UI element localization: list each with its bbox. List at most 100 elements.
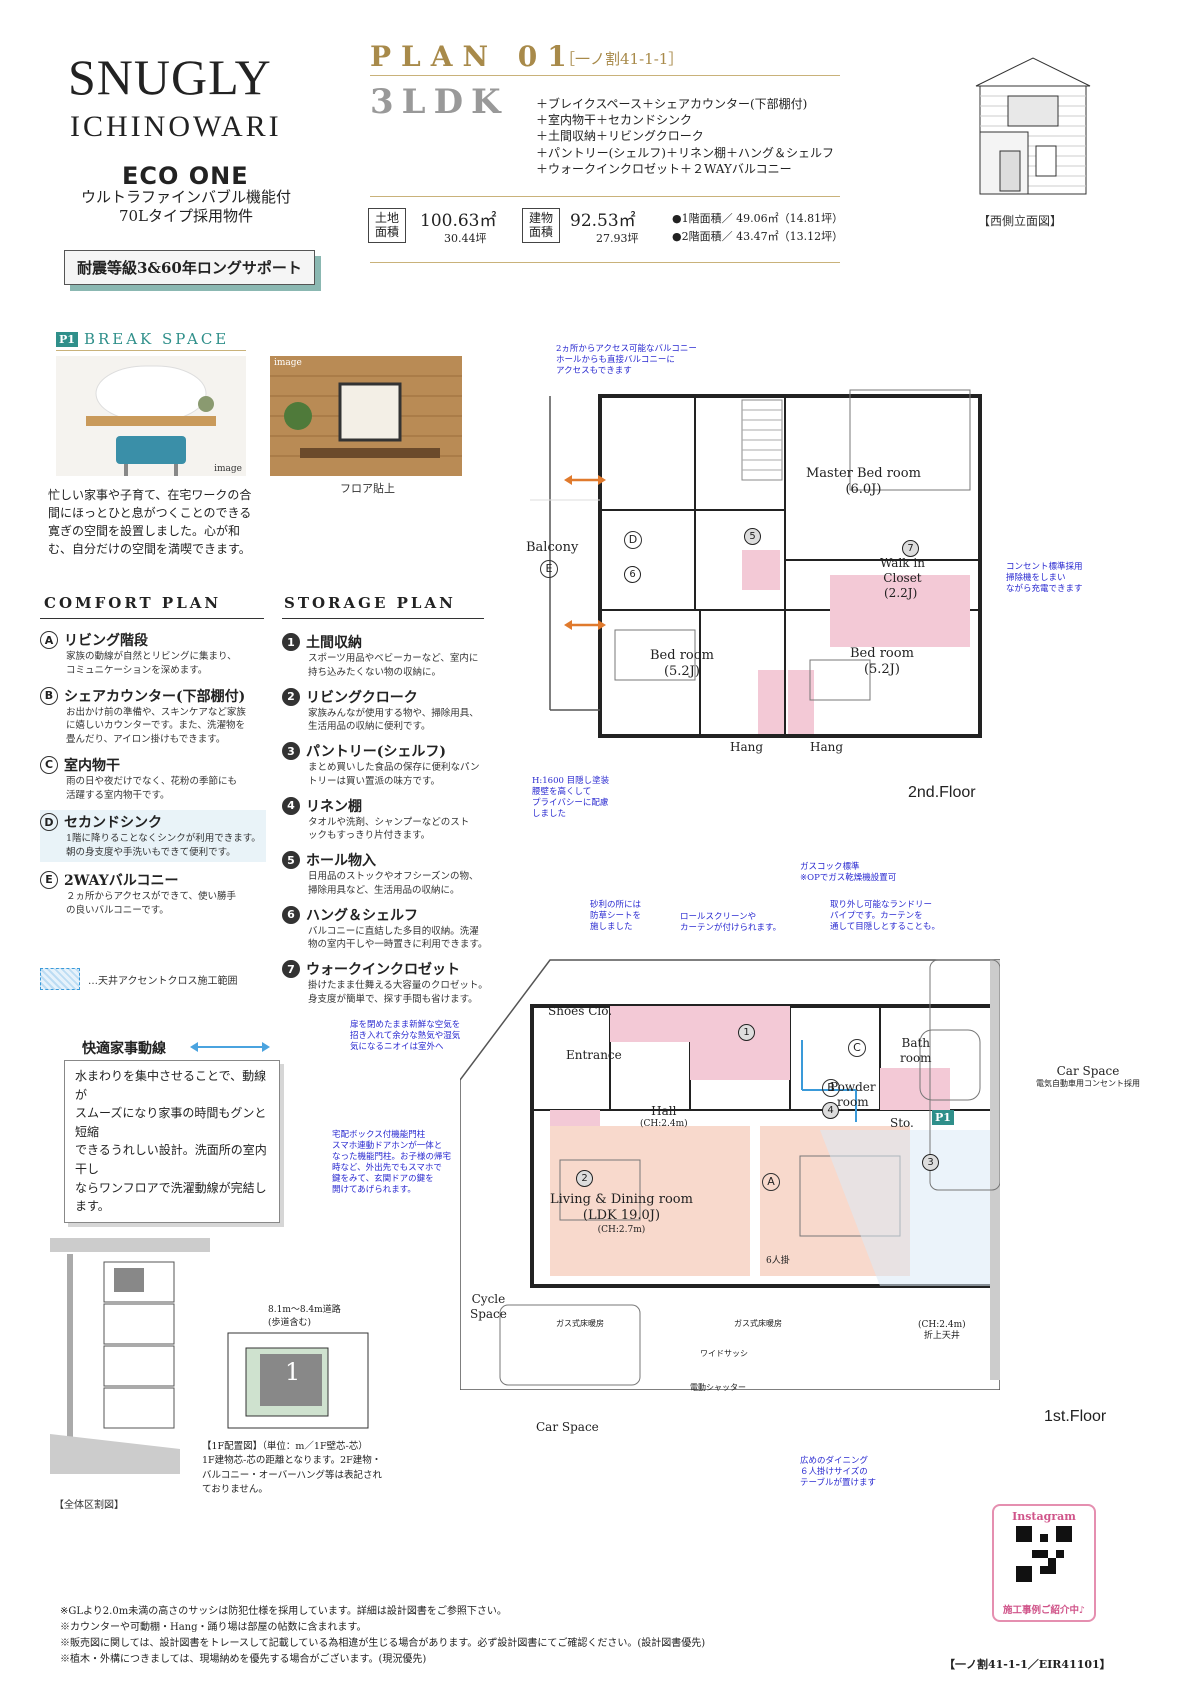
route-arrow-icon (190, 1042, 270, 1052)
delivery-box-note: 宅配ボックス付機能門柱 スマホ連動ドアホンが一体と なった機能門柱。お子様の帰宅… (332, 1130, 452, 1196)
mark-e-plan: E (540, 560, 558, 578)
roll-screen-note: ロールスクリーンや カーテンが付けられます。 (680, 912, 782, 934)
hall-ch: (CH:2.4m) (640, 1119, 688, 1129)
feature-item: ＋ブレイクスペース＋シェアカウンター(下部棚付) (536, 97, 808, 111)
comfort-desc: 雨の日や夜だけでなく、花粉の季節にも 活躍する室内物干です。 (66, 775, 238, 801)
floor-heater-2: ガス式床暖房 (734, 1319, 782, 1328)
overall-site-map (50, 1238, 210, 1474)
mark-b: B (40, 686, 58, 705)
storage-6-mark: 6 (624, 566, 641, 583)
car1-note: 電気自動車用コンセント採用 (1036, 1079, 1140, 1088)
site-note: 1F建物芯-芯の距離となります。2F建物・ バルコニー・オーバーハング等は表記さ… (202, 1455, 383, 1495)
ldk-size: (LDK 19.0J) (582, 1208, 661, 1224)
balcony-label: Balcony (526, 540, 579, 555)
site-road-label: 8.1m～8.4m道路 (歩道含む) (268, 1302, 341, 1328)
mark-d: D (40, 813, 58, 832)
storage-2-mark: 2 (576, 1170, 593, 1187)
seismic-badge: 耐震等級3&60年ロングサポート (64, 250, 315, 285)
bedroom-1-label: Bed room(5.2J) (650, 648, 714, 681)
document-code: 【一ノ割41-1-1／EIR41101】 (944, 1658, 1111, 1671)
storage-4-marker: 4 (822, 1098, 839, 1119)
mark-a-plan: A (762, 1170, 780, 1191)
feature-item: ＋室内物干＋セカンドシンク (536, 113, 693, 128)
gravel-note: 砂利の所には 防草シートを 施しました (590, 900, 642, 933)
floor-areas: ●1階面積／ 49.06㎡（14.81坪） ●2階面積／ 43.47㎡（13.1… (672, 210, 843, 245)
comfort-rule (40, 618, 264, 619)
shoes-closet-label: Shoes Clo. (548, 1004, 613, 1018)
storage-desc: 日用品のストックやオフシーズンの物、 掃除用具など、生活用品の収納に。 (308, 871, 479, 896)
bed1-label: Bed room (650, 648, 714, 663)
storage-7-mark: 7 (902, 540, 919, 557)
master-bedroom-label: Master Bed room(6.0J) (806, 466, 921, 499)
land-area-value: 100.63㎡ (420, 211, 497, 231)
storage-1-mark: 1 (738, 1024, 755, 1041)
wic-label: Walk in Closet (880, 556, 925, 585)
balcony-note: 2ヵ所からアクセス可能なバルコニー ホールからも直接バルコニーに アクセスもでき… (556, 344, 697, 377)
shutter-label: 電動シャッター (690, 1383, 746, 1392)
storage-desc: まとめ買いした食品の保存に便利なパン トリーは買い置派の味方です。 (308, 762, 480, 787)
storage-3-marker: 3 (922, 1150, 939, 1171)
hall-text: Hall (651, 1104, 677, 1118)
laundry-pipe-note: 取り外し可能なランドリー パイプです。カーテンを 通して目隠しとすることも。 (830, 900, 940, 933)
storage-label: 土間収納 (306, 635, 362, 651)
footer-note: ※植木・外構につきましては、現場納めを優先する場合がございます。(現況優先) (60, 1654, 427, 1665)
break-space-photo: image (56, 356, 246, 476)
mark-c-icon: C (848, 1038, 866, 1057)
instagram-title: Instagram (1012, 1510, 1076, 1523)
instagram-box[interactable]: Instagram 施工事例ご紹介中♪ (992, 1504, 1096, 1622)
first-floor-plan (460, 959, 1000, 1390)
storage-desc: バルコニーに直結した多目的収納。洗濯 物の室内干しや一時置きに利用できます。 (308, 925, 488, 951)
comfort-desc: 1階に降りることなくシンクが利用できます。 朝の身支度や手洗いもできて便利です。 (66, 833, 261, 859)
storage-label: リネン棚 (306, 798, 362, 815)
site-road-2: (歩道含む) (268, 1318, 312, 1328)
lot-site-map (227, 1332, 369, 1429)
mark-a: A (40, 631, 58, 649)
accent-cross-legend: …天井アクセントクロス施工範囲 (88, 976, 238, 987)
building-area-tsubo: 27.93坪 (596, 232, 639, 245)
car-space-label-2: Car Space (536, 1420, 599, 1434)
site-road: 8.1m～8.4m道路 (268, 1305, 341, 1315)
hang-label: Hang (730, 740, 764, 754)
plan-number: PLAN 01 (370, 40, 577, 73)
storage-label: ホール物入 (306, 853, 376, 870)
powder-room-label: Powder room (830, 1080, 876, 1109)
bathroom-label: Bath room (900, 1036, 932, 1065)
storage-label: パントリー(シェルフ) (306, 744, 446, 761)
feature-item: ＋パントリー(シェルフ)＋リネン棚＋ハング＆シェルフ (536, 145, 834, 160)
floor2-area: ●2階面積／ 43.47㎡（13.12坪） (672, 229, 844, 243)
p1-marker: P1 (932, 1110, 954, 1125)
feature-list: ＋ブレイクスペース＋シェアカウンター(下部棚付) ＋室内物干＋セカンドシンク ＋… (536, 96, 834, 177)
break-rule (56, 350, 246, 351)
master-label: Master Bed room (806, 466, 921, 481)
storage-7-marker: 7 (902, 536, 919, 557)
mark-b-plan: B (822, 1076, 840, 1097)
wide-sash-label: ワイドサッシ (700, 1349, 748, 1358)
qr-code-icon[interactable] (1016, 1526, 1072, 1582)
entrance-label: Entrance (566, 1048, 622, 1062)
elevation-caption: 【西側立面図】 (978, 214, 1063, 228)
comfort-desc: 家族の動線が自然とリビングに集まり、 コミュニケーションを深めます。 (66, 651, 237, 676)
footer-note: ※販売図に関しては、設計図書をトレースして記載している為相違が生じる場合がありま… (60, 1638, 706, 1649)
first-floor-label: 1st.Floor (1044, 1408, 1107, 1425)
ldk-ch: (CH:2.7m) (597, 1224, 646, 1235)
photo-caption: image (214, 464, 242, 474)
storage-5-mark: 5 (744, 528, 761, 545)
storage-label: ウォークインクロゼット (306, 962, 460, 979)
mark-e-icon: E (540, 560, 558, 578)
feature-item: ＋ウォークインクロゼット＋２WAYバルコニー (536, 161, 792, 176)
second-floor-plan (530, 389, 982, 738)
gold-rule-bottom (370, 262, 840, 263)
storage-label: リビングクローク (306, 689, 418, 706)
ultrafine-line2: 70Lタイプ採用物件 (118, 206, 254, 225)
